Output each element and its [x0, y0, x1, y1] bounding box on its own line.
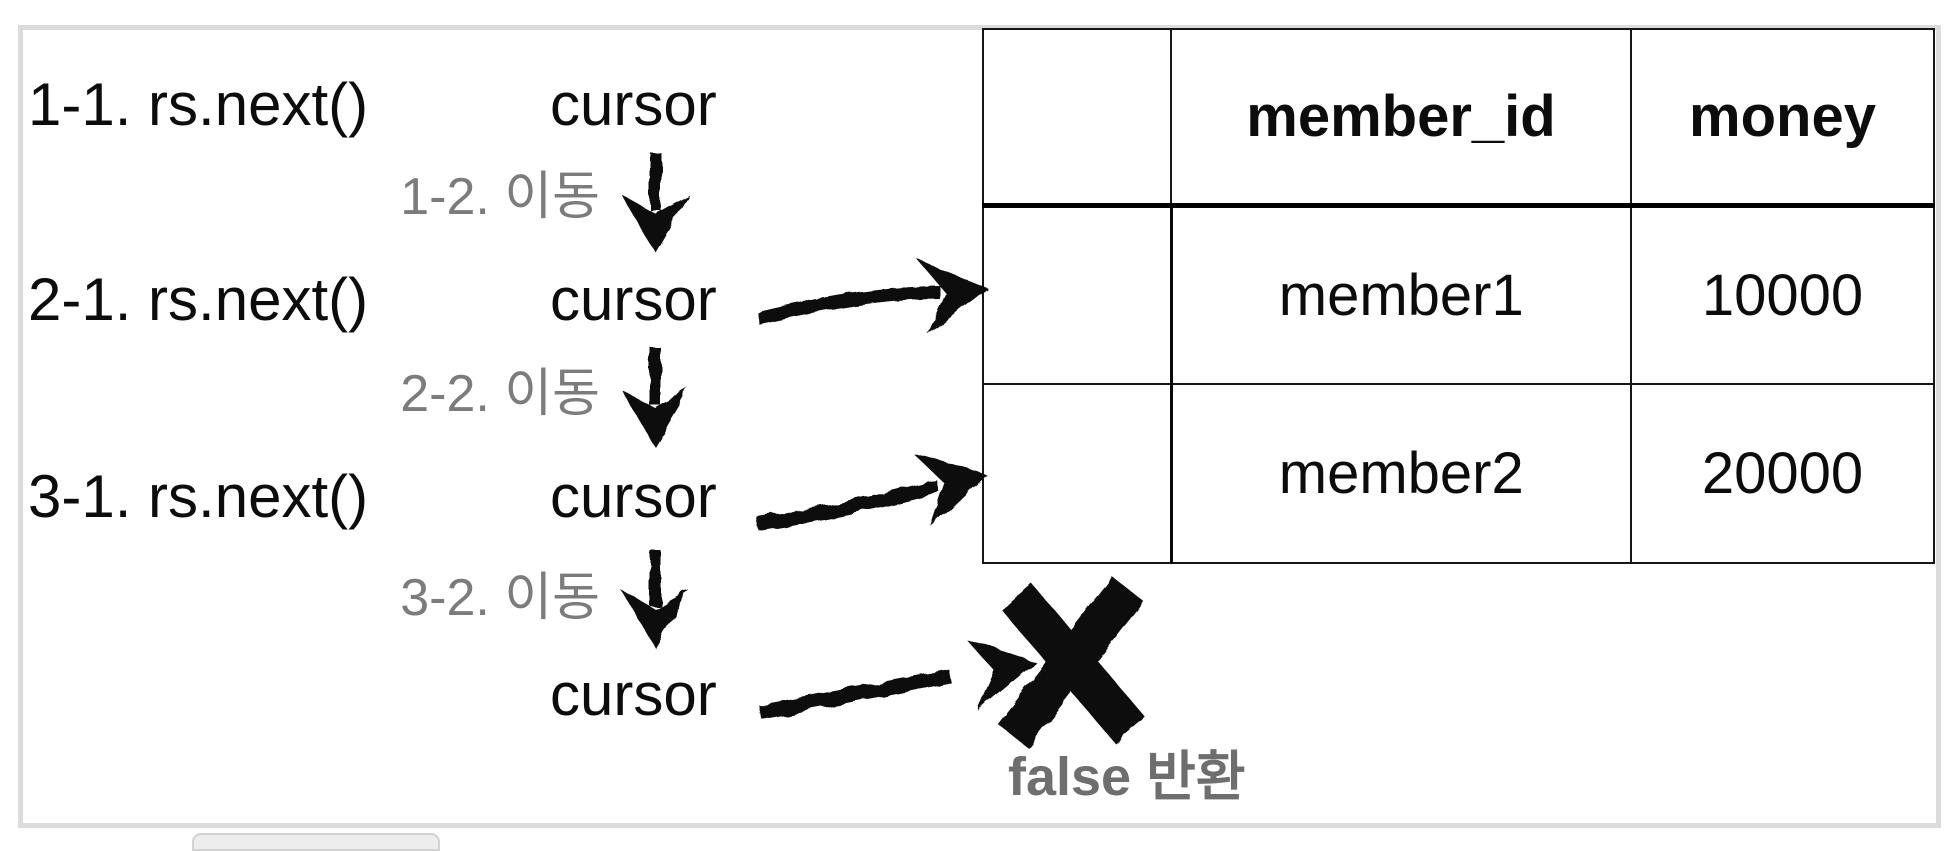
step-label-2: 2-1. rs.next()	[28, 266, 369, 333]
cursor-label-2: cursor	[550, 266, 717, 333]
row1-money-cell: 10000	[1630, 204, 1935, 385]
move-label-3: 3-2. 이동	[400, 569, 600, 627]
row1-marker-cell	[982, 204, 1173, 385]
cursor-label-3: cursor	[550, 463, 717, 530]
right-arrow-icon	[756, 453, 986, 531]
down-arrow-icon	[621, 347, 689, 447]
x-mark-icon	[997, 576, 1146, 749]
column-header-marker	[982, 28, 1172, 208]
false-return-label: false 반환	[1008, 747, 1246, 807]
column-header-member-id: member_id	[1170, 28, 1632, 208]
cursor-label-1: cursor	[550, 71, 717, 138]
step-label-1: 1-1. rs.next()	[28, 71, 369, 138]
table-header-row: member_id money	[982, 28, 1935, 208]
row2-money-cell: 20000	[1630, 383, 1935, 564]
row2-marker-cell	[982, 383, 1173, 564]
column-header-money: money	[1630, 28, 1935, 208]
table-row: member1 10000	[982, 204, 1935, 385]
row2-member-id-cell: member2	[1170, 383, 1632, 564]
right-arrow-icon	[756, 259, 988, 335]
move-label-1: 1-2. 이동	[400, 168, 600, 226]
down-arrow-icon	[621, 550, 689, 648]
row1-member-id-cell: member1	[1170, 204, 1632, 385]
right-arrow-icon	[758, 638, 1036, 719]
move-label-2: 2-2. 이동	[400, 365, 600, 423]
cursor-label-4: cursor	[550, 661, 717, 728]
table-row: member2 20000	[982, 383, 1935, 564]
step-label-3: 3-1. rs.next()	[28, 463, 369, 530]
down-arrow-icon	[621, 152, 689, 252]
cropped-button[interactable]	[192, 833, 440, 851]
result-set-table: member_id money member1 10000 member2 20…	[982, 28, 1935, 564]
